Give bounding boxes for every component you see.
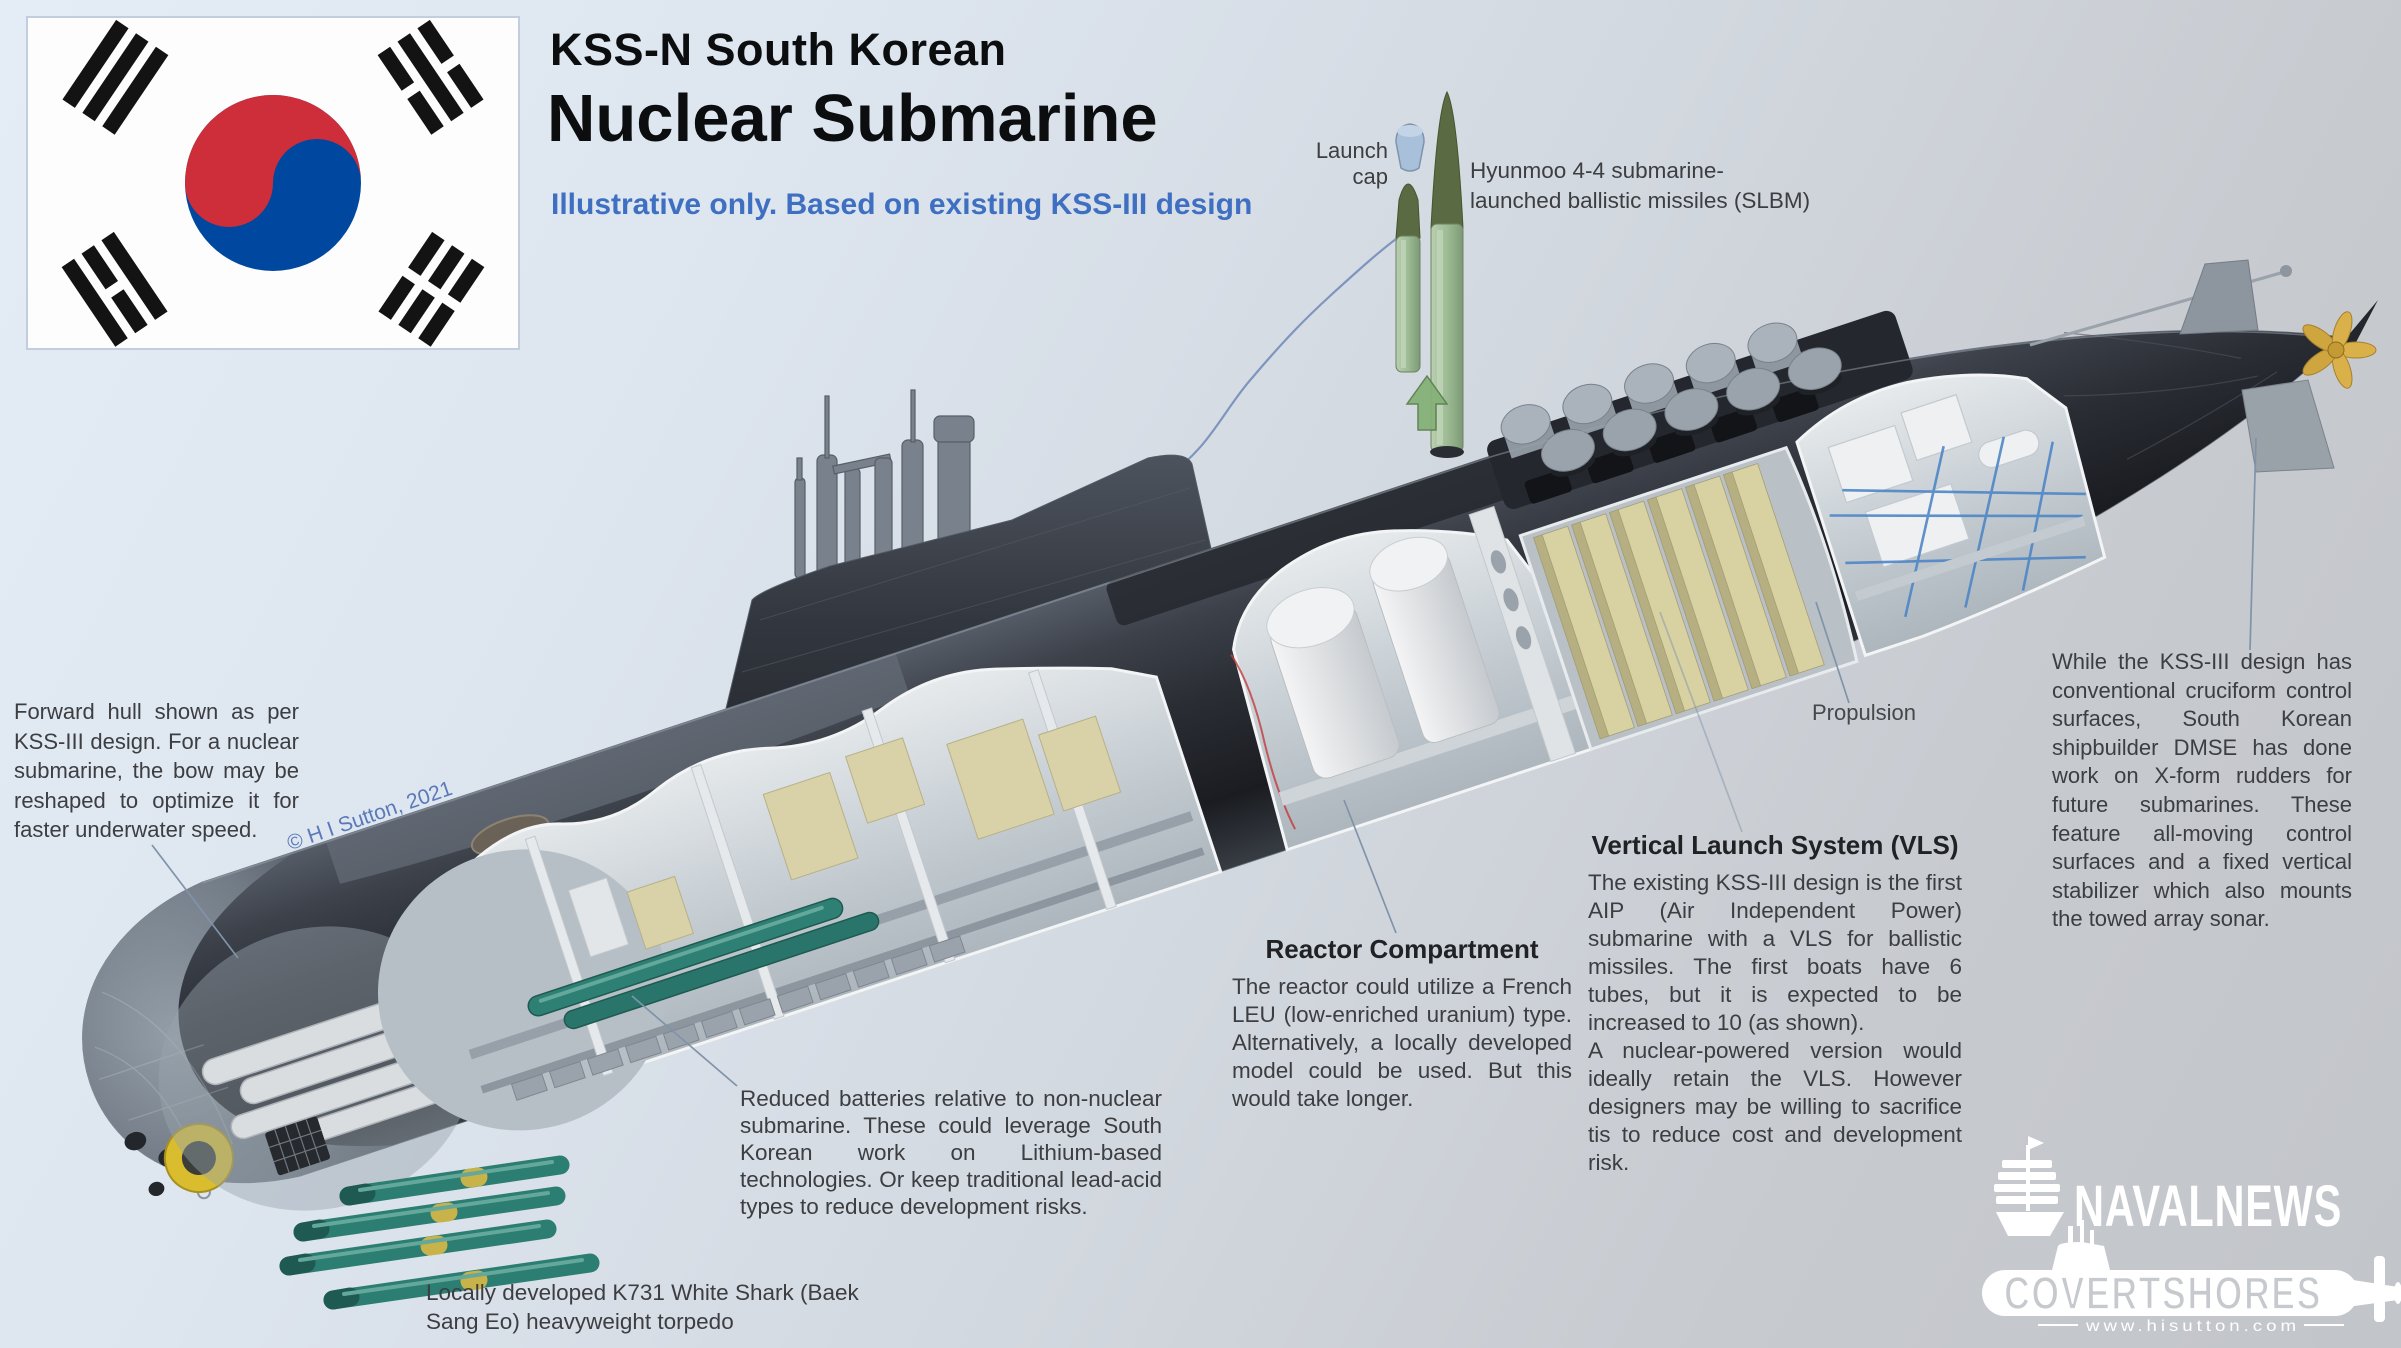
- cutaway-vls: [1518, 445, 1859, 752]
- launch-cap-leader-line: [1165, 235, 1401, 478]
- antenna-mast: [824, 395, 830, 459]
- cutaway-reactor: [1230, 505, 1593, 852]
- trigram-ri: [61, 231, 168, 347]
- trigram-gon: [378, 231, 485, 347]
- towed-array-knob: [2280, 265, 2292, 277]
- south-korea-flag: [26, 16, 520, 350]
- taegeuk-red: [185, 95, 361, 227]
- vls-body-2: A nuclear-powered version would ideally …: [1588, 1038, 1962, 1175]
- torpedo-2: [293, 1186, 566, 1242]
- sailing-ship-icon: [1994, 1136, 2064, 1236]
- propulsion-label: Propulsion: [1812, 700, 1916, 725]
- vls-hatches: [1487, 310, 1913, 509]
- vls-body-1: The existing KSS-III design is the first…: [1588, 870, 1962, 1035]
- reactor-body: The reactor could utilize a French LEU (…: [1232, 974, 1572, 1111]
- trigram-gam: [377, 19, 484, 135]
- covertshores-logo: COVERTSHORES www.hisutton.com: [1982, 1220, 2401, 1335]
- propulsion-floor: [1854, 516, 2086, 601]
- cutaway-propulsion: [1795, 373, 2107, 658]
- reactor-annotation: Reactor Compartment The reactor could ut…: [1232, 934, 1572, 1113]
- stowed-torpedoes: [527, 897, 880, 1030]
- cutaway-torpedo-battery: [377, 666, 1223, 1131]
- equipment-boxes: [626, 715, 1122, 950]
- launch-cap-label: Launch cap: [1315, 138, 1388, 189]
- title-line2: Nuclear Submarine: [547, 81, 1158, 156]
- bow-mesh: [94, 991, 233, 1173]
- trigram-geon: [62, 19, 169, 135]
- leader-lines: [151, 437, 2257, 1087]
- torpedo-4: [323, 1253, 600, 1310]
- forward-deck: [325, 652, 910, 884]
- covertshores-wordmark: COVERTSHORES: [2004, 1267, 2322, 1319]
- bow-grille: [265, 1116, 330, 1176]
- hull-rim-light: [202, 330, 2338, 884]
- reactor-cut-edge: [1230, 653, 1296, 830]
- machinery-boxes: [1827, 393, 2040, 568]
- reactor-dome-1: [1266, 587, 1355, 649]
- forward-hull-annotation: Forward hull shown as per KSS-III design…: [14, 699, 299, 842]
- slbm-label-line1: Hyunmoo 4-4 submarine-: [1470, 158, 1724, 183]
- stern-annotation: While the KSS-III design has conventiona…: [2052, 649, 2352, 932]
- torpedo-annotation: Locally developed K731 White Shark (Baek…: [426, 1280, 859, 1334]
- submarine-silhouette-icon: [1982, 1220, 2401, 1322]
- reactor-heading: Reactor Compartment: [1265, 934, 1539, 964]
- propulsion-leader: [1815, 601, 1850, 704]
- missile-small: [1395, 183, 1421, 373]
- lower-rudder-fin: [2241, 379, 2335, 473]
- periscope-mast: [794, 477, 806, 579]
- stern-mesh: [2063, 332, 2278, 460]
- torpedo-1: [339, 1155, 570, 1206]
- subtitle: Illustrative only. Based on existing KSS…: [551, 188, 1253, 221]
- slbm-label: Hyunmoo 4-4 submarine- launched ballisti…: [1470, 156, 1810, 216]
- vls-annotation: Vertical Launch System (VLS) The existin…: [1588, 830, 1962, 1177]
- hull-group: [82, 310, 2342, 1211]
- battery-blocks: [510, 935, 966, 1101]
- reactor-leader: [1343, 799, 1397, 934]
- vls-heading: Vertical Launch System (VLS): [1591, 830, 1959, 860]
- vls-tubes: [1533, 462, 1825, 740]
- bow-grille-lines: [268, 1119, 327, 1173]
- propeller: [2302, 311, 2377, 389]
- snorkel-head: [933, 415, 975, 443]
- navalnews-wordmark: NAVALNEWS: [2074, 1174, 2342, 1239]
- aft-sail-casing: [1106, 453, 1516, 626]
- slbm-missiles: [1395, 90, 1464, 458]
- bow-cap: [82, 850, 395, 1183]
- stern-leader: [2249, 437, 2257, 651]
- up-arrow-icon: [1405, 374, 1449, 431]
- k731-torpedoes: [279, 1155, 600, 1310]
- deck-level-2: [480, 847, 1205, 1094]
- stern-appendages: [2029, 259, 2378, 473]
- forward-hull-leader: [151, 844, 239, 959]
- website-url: www.hisutton.com: [2085, 1318, 2300, 1335]
- antenna-mast-2: [910, 389, 916, 443]
- torpedo-3: [279, 1219, 557, 1276]
- bow-sonar-ring-core: [181, 1141, 216, 1176]
- batteries-annotation: Reduced batteries relative to non-nuclea…: [740, 1086, 1162, 1219]
- upper-rudder-fin: [2179, 259, 2259, 335]
- antenna-tip: [796, 457, 803, 481]
- navalnews-logo: NAVALNEWS: [1994, 1136, 2342, 1239]
- cabinet: [567, 877, 630, 958]
- reactor-dome-2: [1369, 536, 1448, 592]
- batteries-leader: [631, 995, 738, 1087]
- reactor-floor: [1278, 695, 1578, 806]
- slbm-label-line2: launched ballistic missiles (SLBM): [1470, 188, 1811, 213]
- launch-cap: [1395, 123, 1425, 172]
- vls-lids-far-row: [1500, 322, 1805, 459]
- title-line1: KSS-N South Korean: [550, 24, 1007, 75]
- vls-leader: [1659, 611, 1743, 833]
- vls-tube-mouths: [1524, 387, 1819, 504]
